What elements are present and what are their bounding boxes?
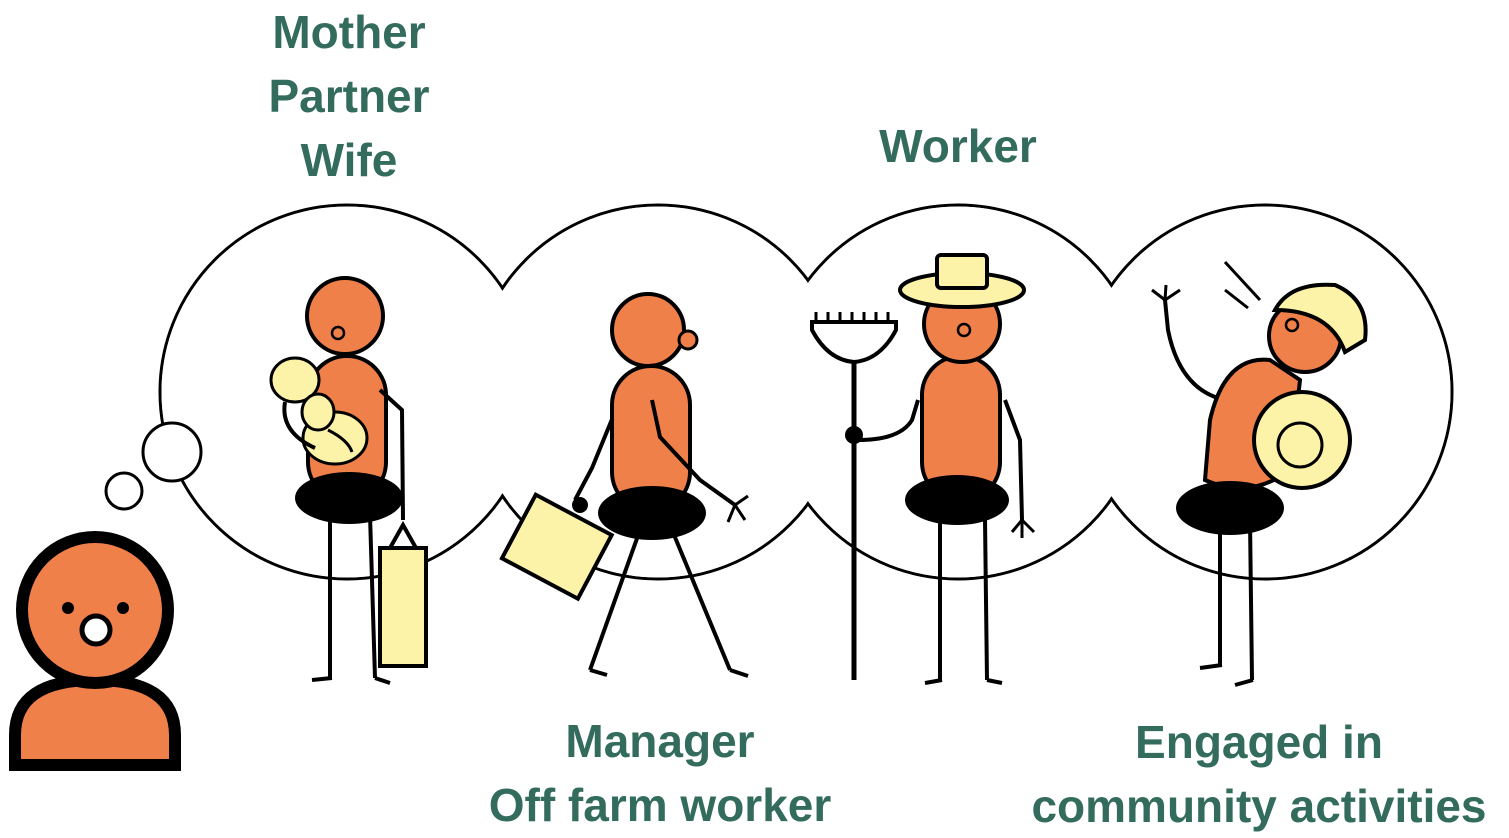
label-community-activities: community activities — [1031, 780, 1487, 832]
label-worker: Worker — [879, 114, 1037, 178]
label-community: Engaged in community activities — [1031, 710, 1486, 838]
thinking-person-icon — [9, 531, 181, 771]
label-engaged-in: Engaged in — [1135, 716, 1383, 768]
label-manager-off-farm: Manager Off farm worker — [489, 709, 832, 837]
mother-with-baby-icon — [269, 276, 428, 685]
label-wife: Wife — [300, 134, 398, 186]
label-mother-partner-wife: Mother Partner Wife — [268, 0, 429, 192]
worker-with-rake-icon — [810, 253, 1036, 685]
label-worker-text: Worker — [879, 120, 1037, 172]
manager-with-briefcase-icon — [499, 292, 749, 678]
label-off-farm-worker: Off farm worker — [488, 779, 832, 831]
community-person-icon — [1151, 260, 1368, 687]
label-partner: Partner — [268, 70, 430, 122]
label-mother: Mother — [272, 6, 426, 58]
thought-bubble-icon — [104, 421, 203, 511]
label-manager: Manager — [565, 715, 755, 767]
